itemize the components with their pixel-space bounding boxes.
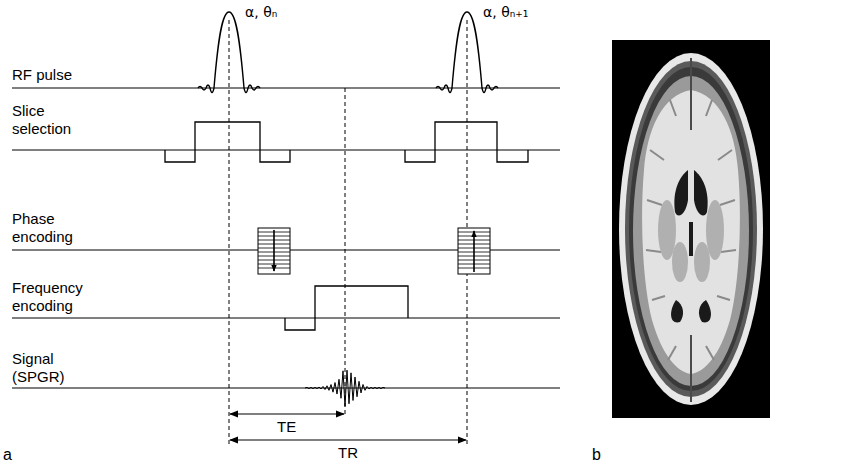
rf-row: [12, 12, 560, 93]
interval-arrows: [230, 414, 466, 440]
brain-image: [612, 40, 770, 418]
timing-lines: [229, 20, 467, 446]
panel-letter: b: [592, 446, 601, 464]
row-label: Frequency encoding: [12, 279, 102, 315]
signal-echo: [12, 370, 560, 406]
phase-gradient: [12, 228, 560, 274]
interval-label: TR: [338, 444, 358, 462]
interval-label: TE: [277, 418, 296, 436]
row-label: Slice selection: [12, 102, 102, 138]
slice-gradient: [12, 122, 560, 162]
row-label: Phase encoding: [12, 210, 102, 246]
flip-angle-label: α, θₙ: [245, 3, 277, 21]
frequency-gradient: [12, 286, 560, 330]
flip-angle-label: α, θₙ₊₁: [483, 3, 528, 21]
row-label: Signal (SPGR): [12, 350, 102, 386]
row-label: RF pulse: [12, 66, 72, 84]
panel-letter: a: [3, 446, 12, 464]
